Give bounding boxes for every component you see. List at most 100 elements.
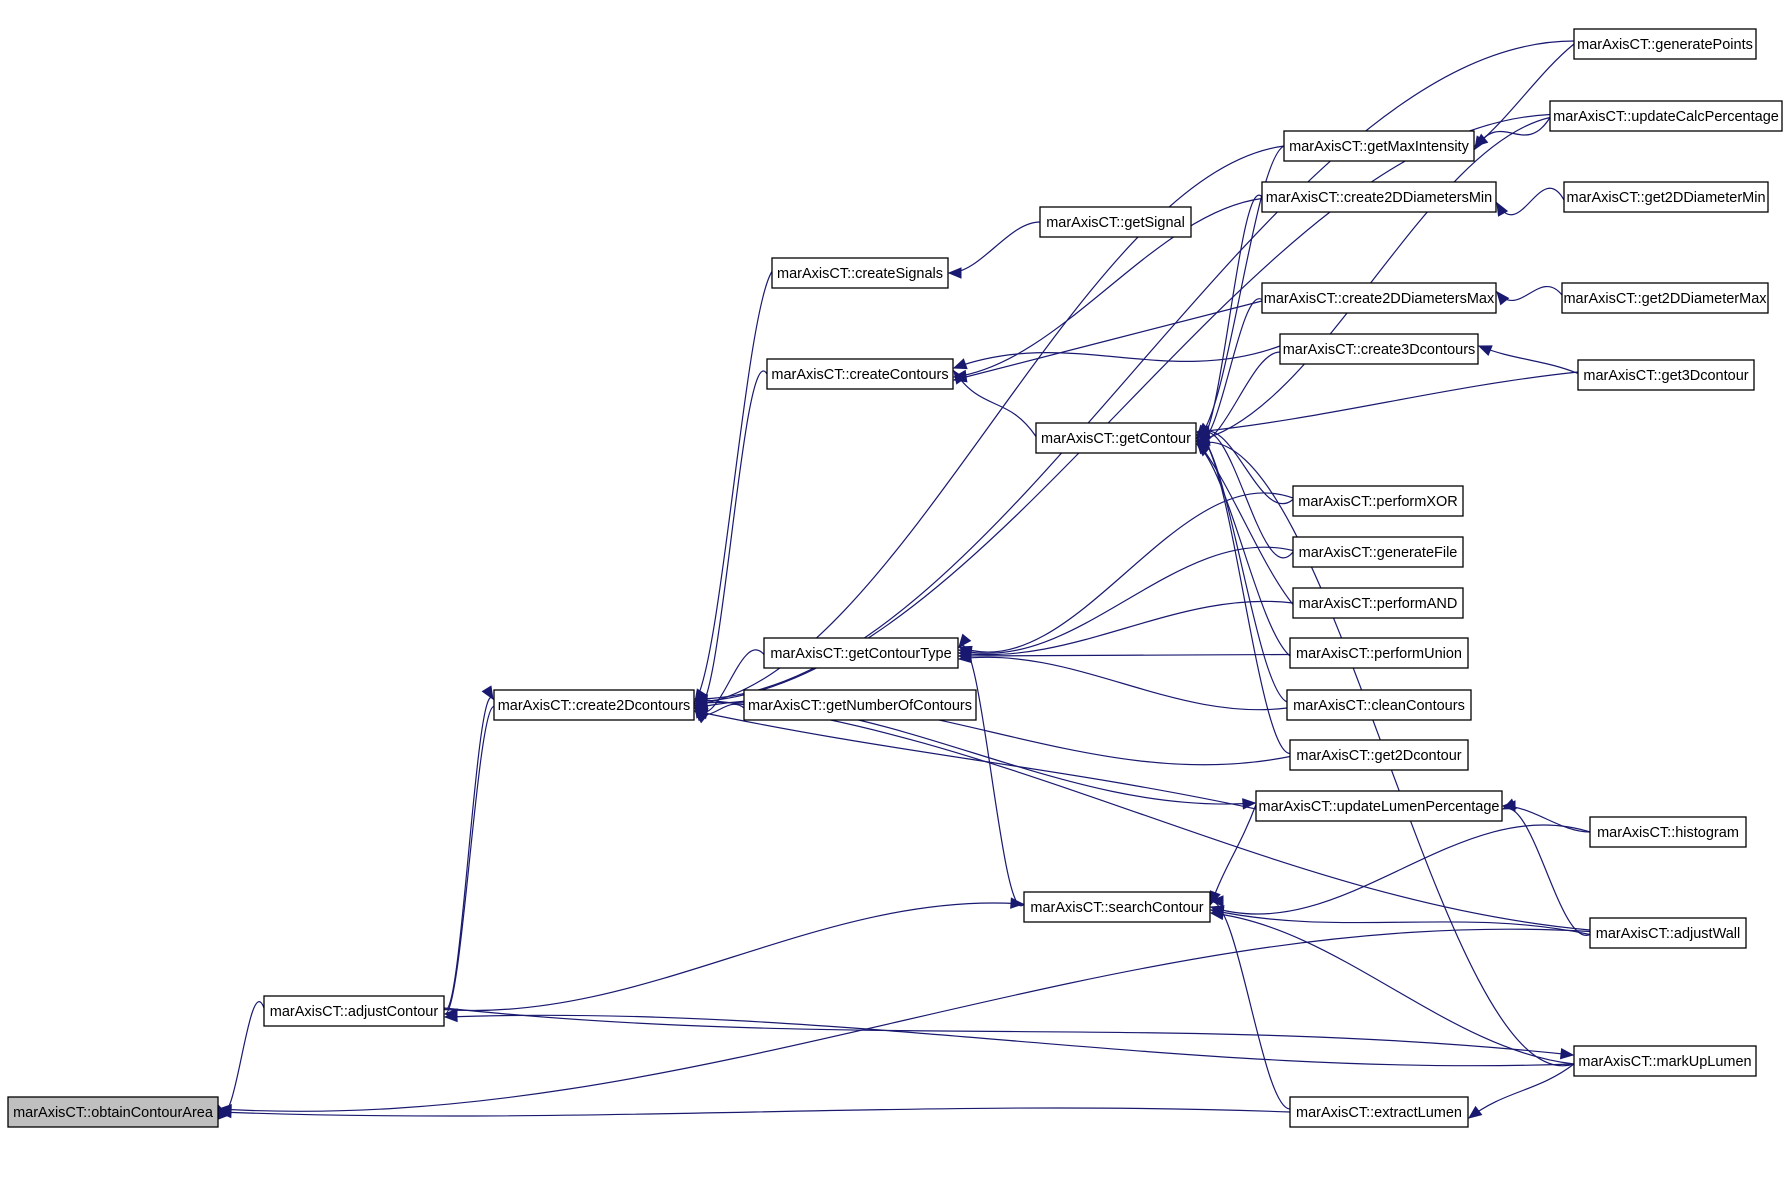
edge-adjustContour-to-searchContour: [443, 902, 1024, 1012]
node-label-getMaxIntensity: marAxisCT::getMaxIntensity: [1289, 139, 1469, 155]
nodes-layer: marAxisCT::obtainContourArea marAxisCT::a…: [7, 28, 1783, 1128]
node-box-create2DDiametersMax[interactable]: [1261, 282, 1497, 314]
node-performAND[interactable]: marAxisCT::performAND: [1292, 587, 1464, 619]
node-get2Dcontour[interactable]: marAxisCT::get2Dcontour: [1289, 739, 1469, 771]
node-box-performAND[interactable]: [1292, 587, 1464, 619]
node-label-performAND: marAxisCT::performAND: [1299, 596, 1458, 612]
node-label-adjustWall: marAxisCT::adjustWall: [1596, 926, 1741, 942]
node-box-updateLumenPercentage[interactable]: [1255, 790, 1503, 822]
node-extractLumen[interactable]: marAxisCT::extractLumen: [1289, 1096, 1469, 1128]
node-adjustWall[interactable]: marAxisCT::adjustWall: [1589, 917, 1747, 949]
edge-performAND-to-getContour: [1196, 440, 1294, 605]
node-get2DDiameterMax[interactable]: marAxisCT::get2DDiameterMax: [1561, 282, 1769, 314]
node-box-create3Dcontours[interactable]: [1279, 333, 1479, 365]
node-box-extractLumen[interactable]: [1289, 1096, 1469, 1128]
arrowhead-extractLumen-to-searchContour: [1209, 895, 1224, 907]
node-get2DDiameterMin[interactable]: marAxisCT::get2DDiameterMin: [1563, 181, 1769, 213]
node-getContour[interactable]: marAxisCT::getContour: [1035, 422, 1197, 454]
node-box-create2Dcontours[interactable]: [493, 689, 695, 721]
arrowhead-performUnion-to-getContour: [1196, 443, 1211, 457]
node-box-updateCalcPercentage[interactable]: [1549, 100, 1783, 132]
node-box-cleanContours[interactable]: [1286, 689, 1472, 721]
node-get3Dcontour[interactable]: marAxisCT::get3Dcontour: [1577, 359, 1755, 391]
edge-get3Dcontour-to-create3Dcontours: [1478, 345, 1579, 375]
node-getSignal[interactable]: marAxisCT::getSignal: [1039, 206, 1192, 238]
node-box-adjustContour[interactable]: [263, 995, 445, 1027]
edge-searchContour-to-getContourType: [958, 644, 1025, 907]
edge-create2DDiametersMax-to-createContours: [953, 300, 1263, 381]
node-label-cleanContours: marAxisCT::cleanContours: [1293, 698, 1465, 714]
edge-get3Dcontour-to-getContour: [1196, 371, 1579, 433]
node-cleanContours[interactable]: marAxisCT::cleanContours: [1286, 689, 1472, 721]
node-label-obtainContourArea: marAxisCT::obtainContourArea: [13, 1105, 214, 1121]
node-box-getSignal[interactable]: [1039, 206, 1192, 238]
node-createContours[interactable]: marAxisCT::createContours: [766, 358, 954, 390]
node-generatePoints[interactable]: marAxisCT::generatePoints: [1573, 28, 1757, 60]
arrowhead-adjustContour-to-searchContour: [1010, 897, 1025, 909]
node-box-performXOR[interactable]: [1292, 485, 1464, 517]
node-box-histogram[interactable]: [1589, 816, 1747, 848]
node-performXOR[interactable]: marAxisCT::performXOR: [1292, 485, 1464, 517]
node-obtainContourArea[interactable]: marAxisCT::obtainContourArea: [7, 1096, 219, 1128]
node-createSignals[interactable]: marAxisCT::createSignals: [771, 257, 949, 289]
node-label-generateFile: marAxisCT::generateFile: [1299, 545, 1458, 561]
node-box-getContourType[interactable]: [763, 637, 959, 669]
edge-createContours-to-create2Dcontours: [694, 370, 768, 709]
node-box-performUnion[interactable]: [1289, 637, 1469, 669]
node-box-createSignals[interactable]: [771, 257, 949, 289]
node-adjustContour[interactable]: marAxisCT::adjustContour: [263, 995, 445, 1027]
node-box-get2DDiameterMax[interactable]: [1561, 282, 1769, 314]
node-box-get2Dcontour[interactable]: [1289, 739, 1469, 771]
arrowhead-create3Dcontours-to-createContours: [952, 358, 968, 370]
node-create3Dcontours[interactable]: marAxisCT::create3Dcontours: [1279, 333, 1479, 365]
node-label-markUpLumen: marAxisCT::markUpLumen: [1578, 1054, 1751, 1070]
arrowhead-extractLumen-to-obtainContourArea: [217, 1106, 232, 1119]
node-box-create2DDiametersMin[interactable]: [1261, 181, 1497, 213]
edge-create2DDiametersMin-to-createContours: [953, 197, 1263, 378]
arrowhead-get3Dcontour-to-create3Dcontours: [1477, 345, 1493, 357]
node-label-get2DDiameterMax: marAxisCT::get2DDiameterMax: [1563, 291, 1767, 307]
edge-updateCalcPercentage-to-getContour: [1196, 116, 1551, 442]
node-box-obtainContourArea[interactable]: [7, 1096, 219, 1128]
node-box-createContours[interactable]: [766, 358, 954, 390]
node-box-generatePoints[interactable]: [1573, 28, 1757, 60]
edge-create3Dcontours-to-createContours: [953, 345, 1281, 369]
node-performUnion[interactable]: marAxisCT::performUnion: [1289, 637, 1469, 669]
arrowhead-adjustContour-to-markUpLumen: [1559, 1047, 1575, 1060]
node-updateCalcPercentage[interactable]: marAxisCT::updateCalcPercentage: [1549, 100, 1783, 132]
node-box-getNumberOfContours[interactable]: [743, 689, 977, 721]
node-box-generateFile[interactable]: [1292, 536, 1464, 568]
node-box-get3Dcontour[interactable]: [1577, 359, 1755, 391]
node-getContourType[interactable]: marAxisCT::getContourType: [763, 637, 959, 669]
node-updateLumenPercentage[interactable]: marAxisCT::updateLumenPercentage: [1255, 790, 1503, 822]
node-label-extractLumen: marAxisCT::extractLumen: [1296, 1105, 1462, 1121]
node-box-markUpLumen[interactable]: [1573, 1045, 1757, 1077]
node-markUpLumen[interactable]: marAxisCT::markUpLumen: [1573, 1045, 1757, 1077]
node-box-getMaxIntensity[interactable]: [1283, 130, 1475, 162]
arrowhead-markUpLumen-to-getContour: [1195, 434, 1211, 446]
node-label-adjustContour: marAxisCT::adjustContour: [270, 1004, 439, 1020]
node-label-get2DDiameterMin: marAxisCT::get2DDiameterMin: [1566, 190, 1765, 206]
edge-performAND-to-getContourType: [958, 600, 1294, 656]
node-histogram[interactable]: marAxisCT::histogram: [1589, 816, 1747, 848]
node-getNumberOfContours[interactable]: marAxisCT::getNumberOfContours: [743, 689, 977, 721]
arrowhead-updateCalcPercentage-to-getMaxIntensity: [1474, 135, 1487, 151]
node-getMaxIntensity[interactable]: marAxisCT::getMaxIntensity: [1283, 130, 1475, 162]
node-label-performUnion: marAxisCT::performUnion: [1296, 646, 1462, 662]
node-label-get2Dcontour: marAxisCT::get2Dcontour: [1296, 748, 1461, 764]
node-generateFile[interactable]: marAxisCT::generateFile: [1292, 536, 1464, 568]
node-label-getNumberOfContours: marAxisCT::getNumberOfContours: [748, 698, 972, 714]
node-label-get3Dcontour: marAxisCT::get3Dcontour: [1583, 368, 1748, 384]
node-box-adjustWall[interactable]: [1589, 917, 1747, 949]
edge-getContour-to-createContours: [953, 370, 1037, 437]
node-label-create3Dcontours: marAxisCT::create3Dcontours: [1283, 342, 1476, 358]
arrowhead-searchContour-to-getContourType: [958, 633, 972, 649]
node-create2Dcontours[interactable]: marAxisCT::create2Dcontours: [493, 689, 695, 721]
node-create2DDiametersMax[interactable]: marAxisCT::create2DDiametersMax: [1261, 282, 1497, 314]
node-box-get2DDiameterMin[interactable]: [1563, 181, 1769, 213]
node-box-getContour[interactable]: [1035, 422, 1197, 454]
arrowhead-getContour-to-createContours: [953, 369, 966, 385]
node-searchContour[interactable]: marAxisCT::searchContour: [1023, 891, 1211, 923]
node-create2DDiametersMin[interactable]: marAxisCT::create2DDiametersMin: [1261, 181, 1497, 213]
node-box-searchContour[interactable]: [1023, 891, 1211, 923]
